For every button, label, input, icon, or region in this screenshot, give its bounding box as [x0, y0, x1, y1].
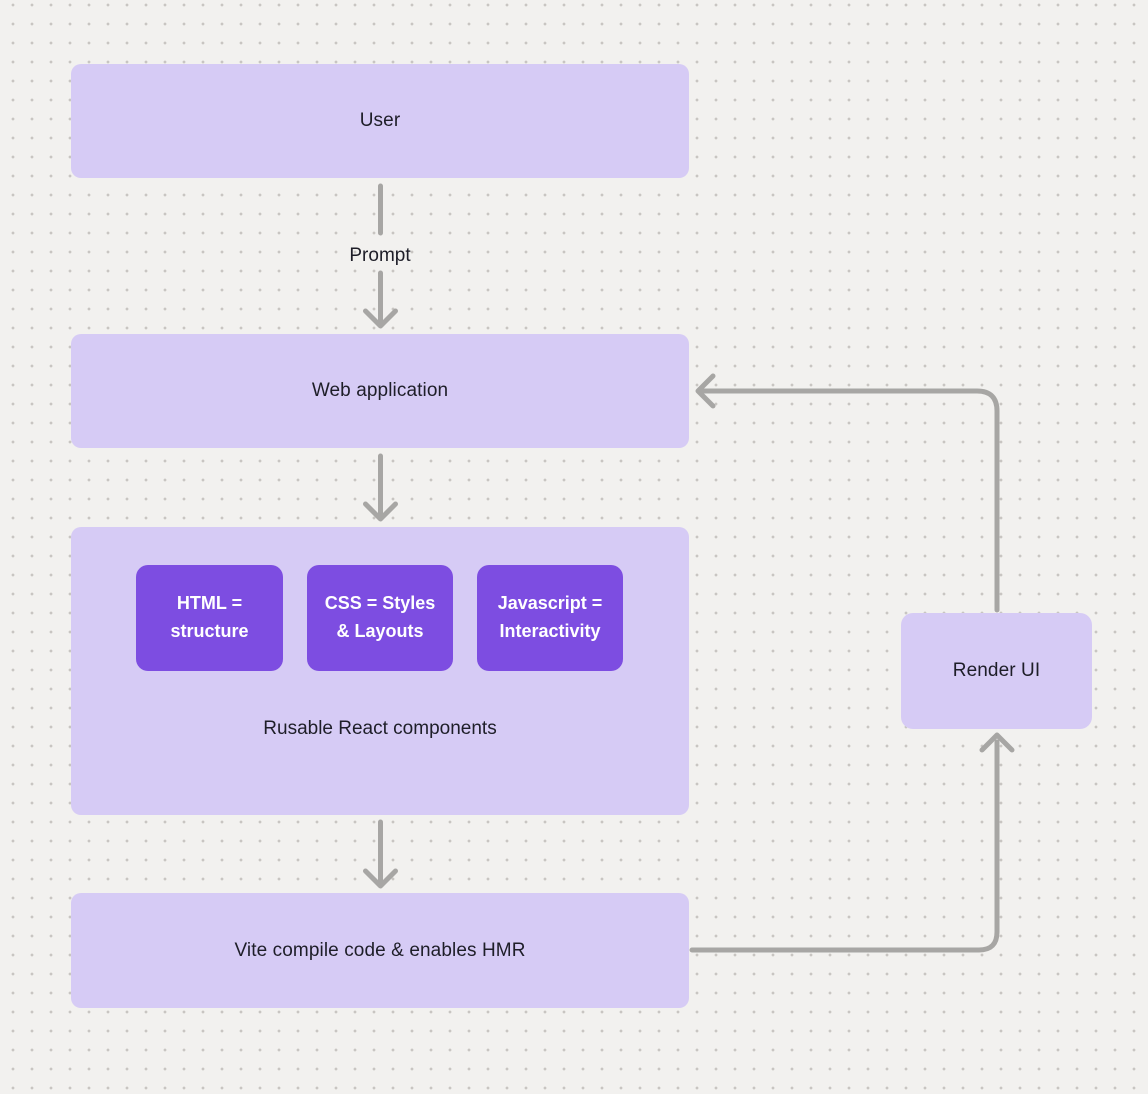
edge-label-prompt: Prompt [349, 245, 411, 266]
edge-vite-to-renderui [689, 732, 1015, 953]
chip-javascript[interactable]: Javascript = Interactivity [477, 565, 623, 671]
chip-html[interactable]: HTML = structure [136, 565, 283, 671]
chip-css-label: CSS = Styles & Layouts [324, 593, 436, 641]
node-user[interactable]: User [71, 64, 689, 178]
node-web-application[interactable]: Web application [71, 334, 689, 448]
edge-components-to-vite [363, 819, 398, 889]
node-render-ui[interactable]: Render UI [901, 613, 1092, 729]
chip-javascript-label: Javascript = Interactivity [497, 593, 603, 641]
chip-css[interactable]: CSS = Styles & Layouts [307, 565, 453, 671]
node-user-label: User [359, 110, 401, 131]
edge-renderui-to-webapp [695, 373, 1000, 613]
edge-user-to-webapp [363, 183, 398, 329]
edge-webapp-to-components [363, 453, 398, 522]
chip-html-label: HTML = structure [170, 593, 249, 641]
node-vite[interactable]: Vite compile code & enables HMR [71, 893, 689, 1008]
node-vite-label: Vite compile code & enables HMR [234, 939, 526, 961]
components-group-caption: Rusable React components [263, 718, 497, 739]
node-web-application-label: Web application [311, 380, 449, 401]
node-render-ui-label: Render UI [952, 660, 1041, 681]
